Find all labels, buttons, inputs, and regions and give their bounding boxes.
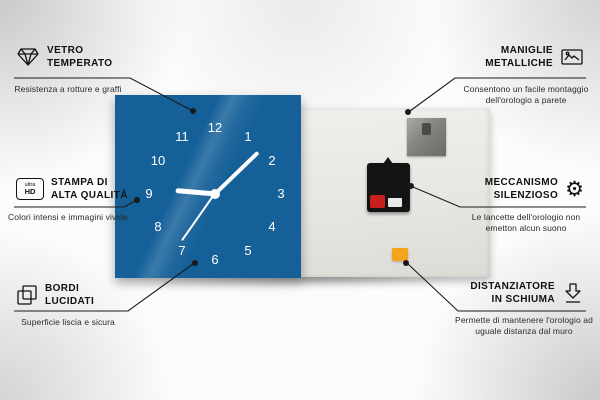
- mechanism-hook: [383, 157, 393, 164]
- callout-desc: Consentono un facile montaggio dell'orol…: [463, 84, 589, 106]
- callout-desc: Colori intensi e immagini vivide: [8, 212, 128, 222]
- clock-number-8: 8: [154, 219, 162, 234]
- callout-title: BORDI LUCIDATI: [45, 283, 95, 307]
- wall-mount-icon: [560, 47, 584, 67]
- callout-title: MANIGLIE METALLICHE: [485, 45, 553, 69]
- ultra-hd-label-top: ultra: [24, 181, 36, 188]
- callout-desc: Permette di mantenere l'orologio ad ugua…: [455, 315, 593, 337]
- clock-number-9: 9: [145, 186, 153, 201]
- clock-number-12: 12: [207, 120, 223, 135]
- foam-spacer: [392, 248, 408, 261]
- callout-print-quality: ultra HD STAMPA DI ALTA QUALITÀ: [16, 176, 135, 202]
- hands-center-cap: [210, 189, 220, 199]
- callout-desc: Superficie liscia e sicura: [21, 317, 115, 327]
- callout-tempered-glass: VETRO TEMPERATO: [16, 44, 129, 70]
- callout-title: DISTANZIATORE IN SCHIUMA: [470, 281, 555, 305]
- clock-back-panel: [299, 108, 490, 277]
- clock-number-11: 11: [175, 129, 189, 144]
- metal-hanger-plate: [407, 118, 446, 156]
- clock-number-3: 3: [277, 186, 285, 201]
- clock-number-4: 4: [268, 219, 276, 234]
- clock-number-10: 10: [150, 153, 166, 168]
- minute-hand: [213, 150, 260, 196]
- callout-metal-handles: MANIGLIE METALLICHE: [467, 44, 584, 70]
- polished-edges-icon: [16, 284, 38, 306]
- callout-polished-edges: BORDI LUCIDATI: [16, 282, 127, 308]
- callout-silent-mechanism: ⚙ MECCANISMO SILENZIOSO: [468, 176, 584, 202]
- mechanism-label: [388, 198, 402, 207]
- diamond-icon: [16, 47, 40, 67]
- clock-number-7: 7: [178, 243, 186, 258]
- gear-icon: ⚙: [565, 177, 584, 201]
- hanger-slot: [422, 123, 431, 135]
- callout-desc: Resistenza a rotture e graffi: [14, 84, 122, 94]
- callout-desc: Le lancette dell'orologio non emetton al…: [471, 212, 581, 234]
- second-hand: [181, 193, 216, 242]
- callout-title: VETRO TEMPERATO: [47, 45, 113, 69]
- spacer-arrow-icon: [562, 282, 584, 304]
- clock-mechanism: [367, 157, 410, 212]
- battery: [370, 195, 385, 208]
- clock-number-2: 2: [268, 153, 276, 168]
- callout-title: STAMPA DI ALTA QUALITÀ: [51, 177, 128, 201]
- clock-front-panel: 12 1 2 3 4 5 6 7 8 9 10 11: [115, 95, 301, 278]
- ultra-hd-label-bottom: HD: [24, 187, 36, 196]
- callout-title: MECCANISMO SILENZIOSO: [484, 177, 559, 201]
- clock-number-5: 5: [244, 243, 252, 258]
- callout-foam-spacer: DISTANZIATORE IN SCHIUMA: [459, 280, 584, 306]
- clock-number-1: 1: [244, 129, 252, 144]
- ultra-hd-icon: ultra HD: [16, 178, 44, 200]
- clock-number-6: 6: [211, 252, 219, 267]
